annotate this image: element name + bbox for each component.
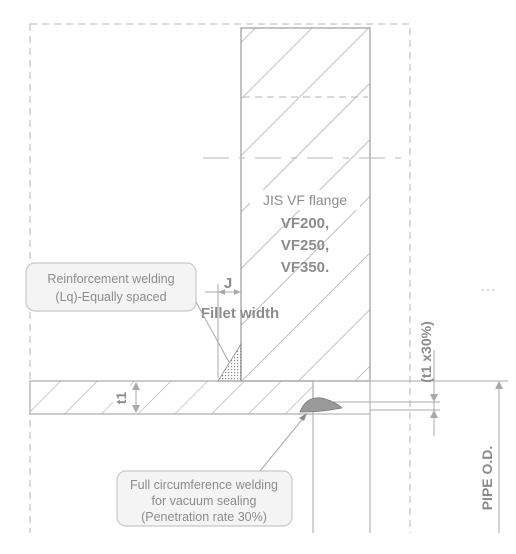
t1-30-arrow-top bbox=[430, 394, 438, 402]
t1-label: t1 bbox=[113, 392, 129, 405]
flange-model-vf350: VF350. bbox=[281, 259, 329, 276]
j-dim-arrowhead-left bbox=[218, 289, 225, 295]
reinforcement-leader bbox=[195, 301, 230, 363]
pipe-wall bbox=[29, 380, 314, 415]
circumference-line-2: for vacuum sealing bbox=[152, 494, 257, 508]
circumference-weld-bead bbox=[299, 397, 343, 413]
pipe-od-arrow-top bbox=[495, 381, 503, 389]
reinforcement-line-2: (Lq)-Equally spaced bbox=[55, 290, 166, 304]
fillet-weld bbox=[217, 342, 242, 382]
pipe-od-label: PIPE O.D. bbox=[479, 446, 495, 511]
flange-model-vf200: VF200, bbox=[281, 215, 329, 232]
fillet-width-label: Fillet width bbox=[201, 305, 279, 322]
circumference-line-3: (Penetration rate 30%) bbox=[141, 510, 267, 524]
j-dim-arrowhead bbox=[234, 289, 241, 295]
t1-30-label: (t1 x30%) bbox=[418, 321, 434, 382]
j-label: J bbox=[224, 275, 232, 292]
t1-arrow-bottom bbox=[132, 405, 140, 413]
circumference-leader-arrow bbox=[299, 413, 307, 421]
reinforcement-line-1: Reinforcement welding bbox=[47, 272, 174, 286]
flange-title-backing bbox=[250, 190, 360, 210]
t1-30-arrow-bottom bbox=[430, 410, 438, 418]
t1-arrow-top bbox=[132, 382, 140, 390]
circumference-line-1: Full circumference welding bbox=[130, 478, 278, 492]
full-circumference-callout bbox=[116, 470, 293, 527]
reinforcement-callout bbox=[25, 262, 197, 312]
flange-title: JIS VF flange bbox=[263, 192, 347, 208]
t1-label-backing bbox=[113, 384, 130, 412]
circumference-leader bbox=[259, 415, 306, 472]
flange-model-vf250: VF250, bbox=[281, 237, 329, 254]
